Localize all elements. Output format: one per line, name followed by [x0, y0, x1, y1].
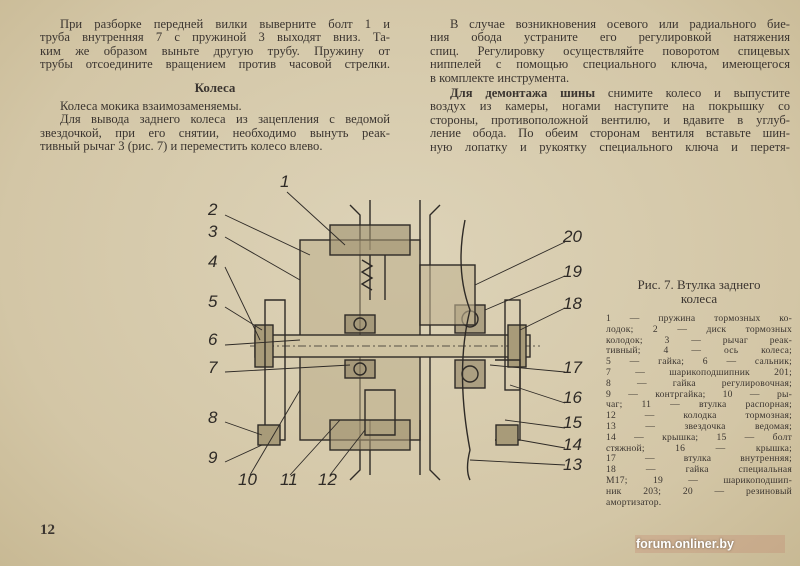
legend-line: чаг; 11 — втулка распорная;: [606, 399, 792, 411]
section-heading: Колеса: [194, 80, 236, 95]
page-number: 12: [40, 522, 55, 538]
callout-4: 4: [208, 252, 218, 271]
legend-line: 14 — крышка; 15 — болт: [606, 431, 792, 443]
callout-20: 20: [563, 227, 582, 246]
callout-15: 15: [563, 413, 582, 432]
legend-line: лодок; 2 — диск тормозных: [606, 323, 792, 335]
text-line: спиц. Регулировку осуществляйте поворото…: [430, 43, 790, 58]
text-line: воздух из камеры, ногами наступите на по…: [430, 99, 790, 114]
legend-line: амортизатор.: [606, 496, 662, 508]
caption-title: Рис. 7. Втулка заднего колеса: [606, 278, 792, 306]
caption-line: Рис. 7. Втулка заднего: [637, 277, 761, 292]
legend-line: ник 203; 20 — резиновый: [606, 485, 792, 497]
callout-1: 1: [280, 172, 290, 191]
text-line: В случае возникновения осевого или радиа…: [450, 17, 790, 31]
legend-line: М17; 19 — шарикоподшип-: [606, 474, 792, 486]
callout-11: 11: [280, 470, 298, 489]
legend-line: 12 — колодка тормозная;: [606, 410, 792, 422]
callout-13: 13: [563, 455, 582, 474]
legend-line: 18 — гайка специальная: [606, 464, 792, 476]
text-line: При разборке передней вилки выверните бо…: [60, 17, 390, 31]
legend-line: 1 — пружина тормозных ко-: [606, 313, 792, 324]
legend-line: 5 — гайка; 6 — сальник;: [606, 356, 792, 368]
callout-18: 18: [563, 294, 582, 313]
text-line: в комплекте инструмента.: [430, 70, 570, 85]
legend-line: колодок; 3 — рычаг реак-: [606, 334, 792, 346]
callout-19: 19: [563, 262, 582, 281]
legend-line: 8 — гайка регулировочная;: [606, 377, 792, 389]
legend-line: 17 — втулка внутренняя;: [606, 453, 792, 465]
callout-17: 17: [563, 358, 582, 377]
watermark: forum.onliner.by: [636, 537, 734, 551]
text-line: стороны, противоположной вентилю, и вдав…: [430, 112, 790, 127]
reaction-arm: [257, 299, 521, 446]
text-line: ния обода устраните его регулировкой нат…: [430, 30, 790, 45]
callout-9: 9: [208, 448, 218, 467]
callout-5: 5: [208, 292, 218, 311]
text-line: Колеса мокика взаимозаменяемы.: [60, 99, 242, 113]
legend-line: 7 — шарикоподшипник 201;: [606, 366, 792, 378]
legend-line: 13 — звездочка ведомая;: [606, 420, 792, 432]
text-line: трубы отсоедините вращением против часов…: [40, 57, 390, 72]
text-line: Для вывода заднего колеса из зацепления …: [60, 112, 390, 127]
leader-lines: [224, 191, 566, 476]
legend-line: стяжной; 16 — крышка;: [606, 442, 792, 454]
text-fragment: снимите колесо и выпустите: [595, 86, 790, 100]
right-paragraph-2: Для демонтажа шины снимите колесо и выпу…: [430, 86, 790, 154]
text-line: Для демонтажа шины снимите колесо и выпу…: [430, 86, 790, 100]
callout-12: 12: [318, 470, 337, 489]
left-paragraph-2: Колеса мокика взаимозаменяемы. Для вывод…: [40, 99, 390, 154]
callout-3: 3: [208, 222, 218, 241]
callout-8: 8: [208, 408, 218, 427]
legend-line: 9 — контргайка; 10 — ры-: [606, 388, 792, 400]
figure-caption: Рис. 7. Втулка заднего колеса 1 — пружин…: [606, 278, 792, 508]
axle: [250, 324, 540, 368]
bold-term: Для демонтажа шины: [450, 86, 596, 100]
text-line: ление обода. По обеим сторонам вентиля в…: [430, 126, 790, 141]
callout-14: 14: [563, 435, 582, 454]
figure-legend: 1 — пружина тормозных ко-лодок; 2 — диск…: [606, 313, 792, 508]
watermark-background: [635, 535, 785, 553]
callout-16: 16: [563, 388, 582, 407]
callout-10: 10: [238, 470, 257, 489]
text-line: труба внутренняя 7 с пружиной 3 выходят …: [40, 30, 390, 45]
sprocket-hub: [419, 219, 521, 481]
callout-7: 7: [208, 358, 218, 377]
text-line: ниппелей с помощью специального ключа, и…: [430, 57, 790, 72]
callout-6: 6: [208, 330, 218, 349]
legend-line: тивный; 4 — ось колеса;: [606, 345, 792, 357]
caption-line: колеса: [680, 291, 718, 306]
left-paragraph-1: При разборке передней вилки выверните бо…: [40, 17, 390, 72]
text-line: тивный рычаг 3 (рис. 7) и переместить ко…: [40, 139, 323, 154]
text-line: звездочкой, при его снятии, необходимо в…: [40, 125, 390, 140]
right-paragraph-1: В случае возникновения осевого или радиа…: [430, 17, 790, 85]
text-line: ким же образом выньте другую трубу. Пруж…: [40, 43, 390, 58]
text-line: ную лопатку и рукоятку специального ключ…: [430, 139, 790, 154]
callout-2: 2: [208, 200, 218, 219]
